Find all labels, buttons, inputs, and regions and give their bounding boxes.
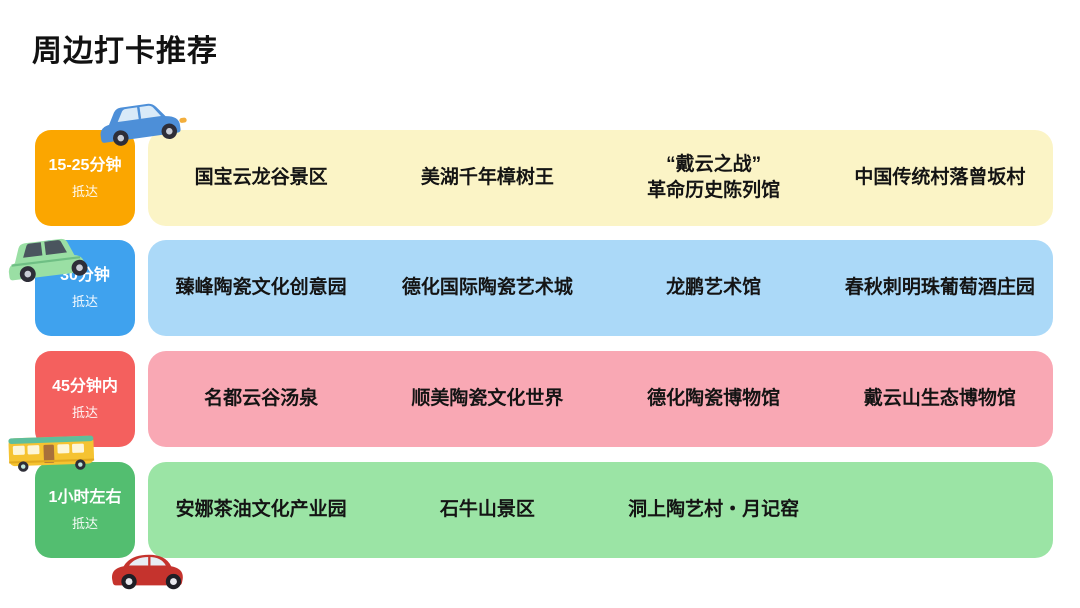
time-label: 15-25分钟 xyxy=(48,157,122,175)
spot-item: 美湖千年樟树王 xyxy=(420,167,554,189)
spot-item: 中国传统村落曾坂村 xyxy=(854,167,1026,189)
spots-band: 安娜茶油文化产业园 石牛山景区 洞上陶艺村・月记窑 xyxy=(148,462,1053,558)
time-label: 1小时左右 xyxy=(48,489,122,507)
arrive-label: 抵达 xyxy=(71,293,98,309)
spot-item: 德化国际陶瓷艺术城 xyxy=(401,277,573,299)
spots-band: 名都云谷汤泉 顺美陶瓷文化世界 德化陶瓷博物馆 戴云山生态博物馆 xyxy=(148,351,1053,447)
spots-band: 臻峰陶瓷文化创意园 德化国际陶瓷艺术城 龙鹏艺术馆 春秋刺明珠葡萄酒庄园 xyxy=(148,240,1053,336)
green-car-icon xyxy=(0,224,111,290)
arrive-label: 抵达 xyxy=(71,515,98,531)
time-tile: 45分钟内 抵达 xyxy=(35,351,135,447)
spot-item: 国宝云龙谷景区 xyxy=(194,167,328,189)
spot-item: 德化陶瓷博物馆 xyxy=(647,388,781,410)
spot-item: 洞上陶艺村・月记窑 xyxy=(628,499,800,521)
time-tile: 15-25分钟 抵达 xyxy=(35,130,135,226)
spot-item: 顺美陶瓷文化世界 xyxy=(411,388,564,410)
spot-item: 臻峰陶瓷文化创意园 xyxy=(175,277,347,299)
spots-band: 国宝云龙谷景区 美湖千年樟树王 “戴云之战” 革命历史陈列馆 中国传统村落曾坂村 xyxy=(148,130,1053,226)
blue-suv-icon xyxy=(91,87,195,152)
row-30min: 30分钟 抵达 臻峰陶瓷文化创意园 德化国际陶瓷艺术城 龙鹏艺术馆 春秋刺明珠葡… xyxy=(0,240,1080,336)
spot-item: 龙鹏艺术馆 xyxy=(666,277,762,299)
row-45min: 45分钟内 抵达 名都云谷汤泉 顺美陶瓷文化世界 德化陶瓷博物馆 戴云山生态博物… xyxy=(0,351,1080,447)
row-15-25min: 15-25分钟 抵达 国宝云龙谷景区 美湖千年樟树王 “戴云之战” 革命历史陈列… xyxy=(0,130,1080,226)
yellow-bus-icon xyxy=(5,428,98,474)
row-1hour: 1小时左右 抵达 安娜茶油文化产业园 石牛山景区 洞上陶艺村・月记窑 xyxy=(0,462,1080,558)
spot-item: 安娜茶油文化产业园 xyxy=(175,499,347,521)
time-label: 45分钟内 xyxy=(52,378,118,396)
spot-item: 名都云谷汤泉 xyxy=(204,388,319,410)
spot-item: 春秋刺明珠葡萄酒庄园 xyxy=(844,277,1035,299)
page-title: 周边打卡推荐 xyxy=(32,35,218,68)
spot-item: “戴云之战” 革命历史陈列馆 xyxy=(647,154,781,201)
spot-item: 石牛山景区 xyxy=(439,499,535,521)
red-car-icon xyxy=(106,544,198,592)
spot-item: 戴云山生态博物馆 xyxy=(863,388,1016,410)
time-tile: 1小时左右 抵达 xyxy=(35,462,135,558)
arrive-label: 抵达 xyxy=(71,404,98,420)
arrive-label: 抵达 xyxy=(71,183,98,199)
